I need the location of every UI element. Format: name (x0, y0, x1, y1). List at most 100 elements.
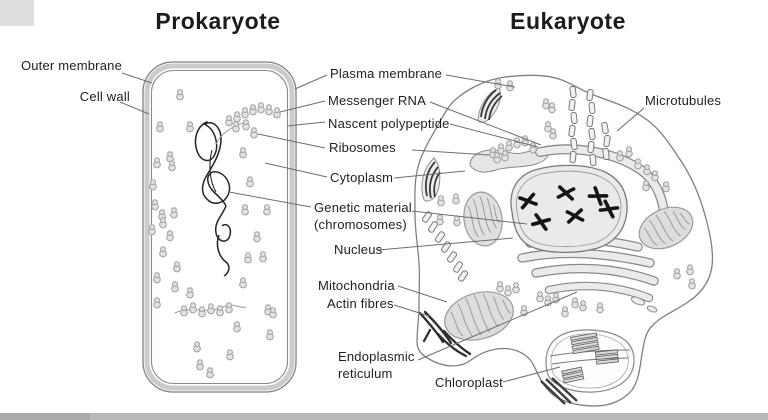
ribosome-dot (156, 121, 164, 133)
ribosome-dot (634, 158, 642, 170)
genetic-material-squiggle (194, 121, 232, 277)
leader-cell-wall (119, 101, 150, 115)
label-plasma-membrane: Plasma membrane (330, 66, 442, 81)
leader-messenger-rna-left (279, 100, 326, 113)
ribosome-dot (168, 160, 176, 172)
leader-cytoplasm-right (393, 170, 466, 179)
ribosome-dot (596, 302, 604, 314)
ribosome-dot (452, 193, 460, 205)
ribosome-dot (149, 179, 157, 191)
thylakoid-stack (594, 349, 619, 365)
leader-cytoplasm-left (264, 162, 328, 178)
leader-mitochondria (397, 285, 448, 303)
leader-endoplasmic-reticulum (417, 291, 578, 361)
label-endoplasmic-line2: reticulum (338, 366, 393, 381)
label-messenger-rna: Messenger RNA (328, 93, 426, 108)
leader-nascent-polypeptide-left (286, 121, 326, 127)
ribosome-dot (273, 107, 281, 119)
prokaryote-cell-wall-band (144, 63, 295, 391)
ribosome-dot (189, 302, 197, 314)
ribosome-dot (651, 170, 659, 182)
ribosome-dot (536, 291, 544, 303)
ribosome-dot (186, 121, 194, 133)
eukaryote-cell (414, 74, 714, 407)
leader-genetic-material-right (411, 210, 528, 225)
ribosome-dot (505, 140, 513, 152)
ribosome-dot (436, 214, 444, 226)
ribosome-dot (170, 207, 178, 219)
ribosome-dot (561, 306, 569, 318)
bottom-border-strip (0, 413, 768, 420)
ribosome-dot (193, 341, 201, 353)
ribosome-dot (186, 287, 194, 299)
leader-actin-fibres (393, 304, 430, 317)
title-eukaryote: Eukaryote (510, 8, 626, 34)
ribosome-dot (548, 102, 556, 114)
ribosome-dot (616, 150, 624, 162)
ribosome-dot (225, 302, 233, 314)
thylakoid-stack (561, 366, 585, 384)
label-genetic-material-line2: (chromosomes) (314, 217, 407, 232)
ribosome-dot (579, 300, 587, 312)
ribosome-dot (241, 204, 249, 216)
prokaryote-mrna-strand-lower (174, 304, 247, 314)
leader-messenger-rna-right (429, 101, 542, 146)
leader-ribosomes-left (257, 133, 326, 149)
ribosome-dot (259, 251, 267, 263)
leader-microtubules (616, 107, 645, 132)
chloroplast-edge-stripes (540, 377, 578, 405)
labels: Prokaryote Eukaryote Outer membrane Cell… (21, 8, 721, 390)
label-endoplasmic-line1: Endoplasmic (338, 349, 415, 364)
ribosome-dot (504, 285, 512, 297)
ribosome-dot (257, 102, 265, 114)
ribosome-dot (437, 195, 445, 207)
ribosome-dot (269, 307, 277, 319)
bottom-border-strip-dark (0, 413, 90, 420)
leader-plasma-membrane-right (445, 74, 516, 88)
leader-nascent-polypeptide-right (449, 123, 539, 148)
ribosome-dot (180, 305, 188, 317)
ribosome-dot (496, 281, 504, 293)
leader-lines (119, 72, 645, 383)
ribosome-dot (263, 204, 271, 216)
label-actin-fibres: Actin fibres (327, 296, 394, 311)
thylakoid-stack (570, 332, 600, 355)
label-nucleus: Nucleus (334, 242, 383, 257)
nucleus (510, 164, 628, 254)
ribosome-dot (244, 252, 252, 264)
ribosome-dot (226, 349, 234, 361)
label-cytoplasm: Cytoplasm (330, 170, 393, 185)
ribosome-dot (171, 281, 179, 293)
mitochondrion (444, 291, 514, 341)
ribosome-dot (493, 152, 501, 164)
ribosome-dot (662, 181, 670, 193)
mitochondrion (638, 206, 694, 250)
ribosome-dot (241, 107, 249, 119)
label-ribosomes: Ribosomes (329, 140, 396, 155)
ribosome-dot (239, 277, 247, 289)
leader-chloroplast (502, 366, 561, 383)
ribosome-dot (549, 128, 557, 140)
actin-fibres (418, 310, 472, 358)
ribosome-dot (216, 305, 224, 317)
ribosome-dot (153, 157, 161, 169)
ribosome-dot (151, 199, 159, 211)
ribosome-dot (249, 104, 257, 116)
label-microtubules: Microtubules (645, 93, 721, 108)
ribosome-dot (246, 176, 254, 188)
ribosome-dot (686, 264, 694, 276)
ribosome-dot (148, 224, 156, 236)
corner-artifact (0, 0, 34, 26)
ribosome-dot (207, 303, 215, 315)
ribosome-dot (265, 104, 273, 116)
ribosome-dot (542, 98, 550, 110)
ribosome-dot (571, 297, 579, 309)
ribosome-dot (153, 272, 161, 284)
label-mitochondria: Mitochondria (318, 278, 395, 293)
prokaryote-cell (142, 61, 297, 393)
ribosome-dot (673, 268, 681, 280)
leader-plasma-membrane-left (294, 74, 328, 90)
ribosome-dot (529, 142, 537, 154)
